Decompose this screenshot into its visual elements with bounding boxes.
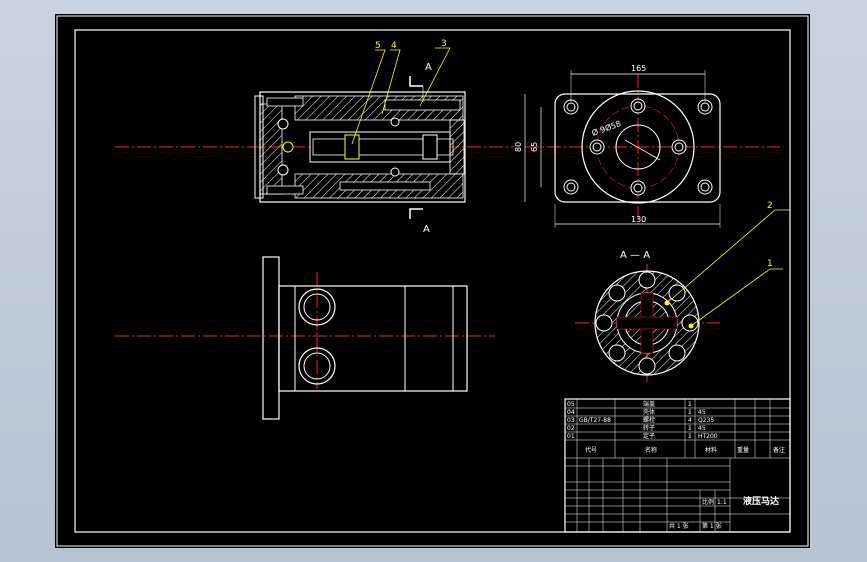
balloon-3: 3 xyxy=(441,39,447,49)
header-note: 备注 xyxy=(773,446,785,454)
dim-left-outer: 80 xyxy=(514,142,523,152)
part-material-1: HT200 xyxy=(698,433,718,440)
part-name-4: 壳体 xyxy=(643,408,655,416)
cad-drawing: A A 5 4 3 Ø 9Ø58 165 xyxy=(56,15,809,547)
part-no-3: 03 xyxy=(567,417,575,424)
part-material-2: 45 xyxy=(698,425,706,432)
part-name-1: 定子 xyxy=(643,432,655,440)
part-no-4: 04 xyxy=(567,409,575,416)
drawing-title: 液压马达 xyxy=(743,495,779,507)
part-material-4: 45 xyxy=(698,409,706,416)
balloon-5: 5 xyxy=(375,41,381,51)
part-qty-3: 4 xyxy=(688,417,692,424)
sheet-number: 第 1 张 xyxy=(702,522,722,530)
section-a-a: A — A 2 1 xyxy=(575,201,790,382)
header-code: 代号 xyxy=(585,446,597,454)
part-qty-2: 1 xyxy=(688,425,692,432)
scale-label: 比例 xyxy=(702,498,714,506)
part-material-3: Q235 xyxy=(698,417,714,424)
part-name-3: 螺栓 xyxy=(643,416,655,424)
part-qty-1: 1 xyxy=(688,433,692,440)
dim-left-inner: 65 xyxy=(530,142,539,152)
sectional-front-view: A A 5 4 3 xyxy=(115,39,515,235)
part-code-3: GB/T27-88 xyxy=(579,417,611,424)
title-block: 05 端盖 1 04 壳体 1 45 03 GB/T27-88 螺栓 4 Q23… xyxy=(564,398,791,533)
inner-frame xyxy=(74,29,791,533)
part-name-2: 转子 xyxy=(643,424,655,432)
dim-top-width: 165 xyxy=(631,64,646,73)
header-weight: 重量 xyxy=(737,446,749,454)
balloon-2: 2 xyxy=(767,201,773,211)
section-mark-top: A xyxy=(425,62,432,73)
dim-bottom-width: 130 xyxy=(631,215,646,224)
balloon-4: 4 xyxy=(391,41,397,51)
end-plate xyxy=(554,93,721,203)
side-view xyxy=(115,256,495,420)
section-title: A — A xyxy=(620,250,650,261)
outer-frame xyxy=(56,15,809,547)
header-name: 名称 xyxy=(645,446,657,454)
header-material: 材料 xyxy=(705,446,717,454)
sheet-count: 共 1 张 xyxy=(669,522,689,530)
part-no-2: 02 xyxy=(567,425,575,432)
balloon-1: 1 xyxy=(767,259,773,269)
section-mark-bottom: A xyxy=(423,224,430,235)
part-name-5: 端盖 xyxy=(643,400,655,408)
end-view: Ø 9Ø58 165 130 80 65 xyxy=(514,64,780,228)
part-qty-5: 1 xyxy=(688,401,692,408)
part-no-5: 05 xyxy=(567,401,575,408)
part-qty-4: 1 xyxy=(688,409,692,416)
drawing-sheet: A A 5 4 3 Ø 9Ø58 165 xyxy=(55,14,810,548)
scale-value: 1:1 xyxy=(717,499,727,506)
part-no-1: 01 xyxy=(567,433,575,440)
